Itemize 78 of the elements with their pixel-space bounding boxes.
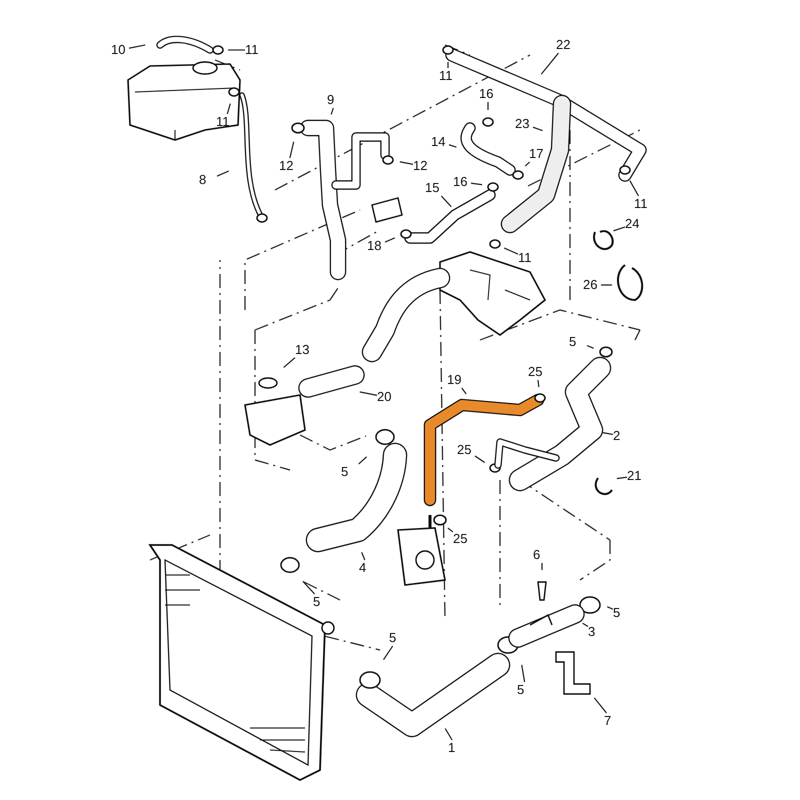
- leader-line: [524, 162, 530, 166]
- leader-line: [586, 345, 594, 349]
- callout-number: 2: [613, 428, 620, 443]
- callout-number: 11: [518, 250, 532, 265]
- callout-number: 14: [431, 134, 446, 149]
- callout-number: 6: [533, 547, 540, 562]
- leader-line: [616, 476, 628, 480]
- leader-line: [447, 62, 449, 68]
- leader-line: [283, 357, 296, 368]
- callout-number: 11: [216, 114, 230, 129]
- leader-line: [487, 102, 489, 110]
- callout-number: 24: [625, 216, 640, 231]
- callout-number: 20: [377, 389, 392, 404]
- callout-number: 5: [569, 334, 576, 349]
- callout-number: 12: [413, 158, 428, 173]
- leader-line: [216, 170, 230, 177]
- leader-line: [441, 196, 452, 208]
- callout-number: 12: [279, 158, 294, 173]
- callout-number: 11: [245, 42, 258, 57]
- callout-number: 5: [613, 605, 620, 620]
- leader-line: [360, 391, 378, 396]
- callout-number: 15: [425, 180, 440, 195]
- leader-line: [537, 380, 540, 388]
- leader-line: [521, 664, 526, 682]
- callout-number: 7: [604, 713, 612, 728]
- callout-number: 1: [448, 740, 456, 755]
- callout-number: 10: [111, 42, 126, 57]
- leader-line: [383, 646, 394, 660]
- callout-number: 22: [556, 37, 570, 52]
- leader-line: [330, 108, 334, 115]
- callout-number: 4: [359, 560, 366, 575]
- leader-line: [448, 144, 457, 148]
- leader-line: [302, 580, 315, 594]
- leader-line: [504, 248, 518, 255]
- leader-line: [602, 432, 614, 435]
- callout-number: 5: [389, 630, 396, 645]
- leader-line: [470, 182, 482, 186]
- callout-number: 21: [627, 468, 642, 483]
- callout-number: 16: [479, 86, 494, 101]
- leader-line: [461, 388, 467, 394]
- callout-number: 18: [367, 238, 382, 253]
- leader-line: [444, 728, 453, 740]
- callout-number: 5: [341, 464, 348, 479]
- callout-number: 19: [447, 372, 462, 387]
- callout-number: 11: [634, 196, 648, 211]
- callout-number: 13: [295, 342, 310, 357]
- callout-number: 25: [528, 364, 542, 379]
- leader-line: [289, 142, 294, 158]
- callout-number: 5: [517, 682, 524, 697]
- leader-line: [226, 103, 231, 114]
- callout-number: 26: [583, 277, 598, 292]
- callout-number: 11: [439, 68, 452, 83]
- leader-line: [540, 52, 559, 75]
- leader-line: [358, 456, 367, 464]
- leader-line: [601, 284, 612, 286]
- leader-line: [582, 622, 588, 627]
- callout-number: 17: [529, 146, 544, 161]
- callout-number: 23: [515, 116, 530, 131]
- callout-number: 25: [457, 442, 472, 457]
- callout-number: 25: [453, 531, 468, 546]
- leader-line: [384, 237, 396, 243]
- callout-number: 5: [313, 594, 320, 609]
- leader-line: [629, 180, 639, 196]
- leader-line: [400, 161, 414, 165]
- leader-line: [448, 528, 454, 532]
- leader-line: [128, 44, 146, 49]
- leader-line: [613, 226, 626, 232]
- leader-line: [541, 563, 543, 570]
- leader-line: [606, 606, 614, 610]
- leader-line: [228, 49, 245, 51]
- callout-number: 9: [327, 92, 334, 107]
- leader-line: [532, 126, 543, 132]
- callout-number: 8: [199, 172, 206, 187]
- callout-number: 16: [453, 174, 468, 189]
- leader-line: [474, 456, 485, 463]
- leader-line: [361, 552, 366, 560]
- leader-line: [594, 697, 607, 714]
- callout-number: 3: [588, 624, 596, 639]
